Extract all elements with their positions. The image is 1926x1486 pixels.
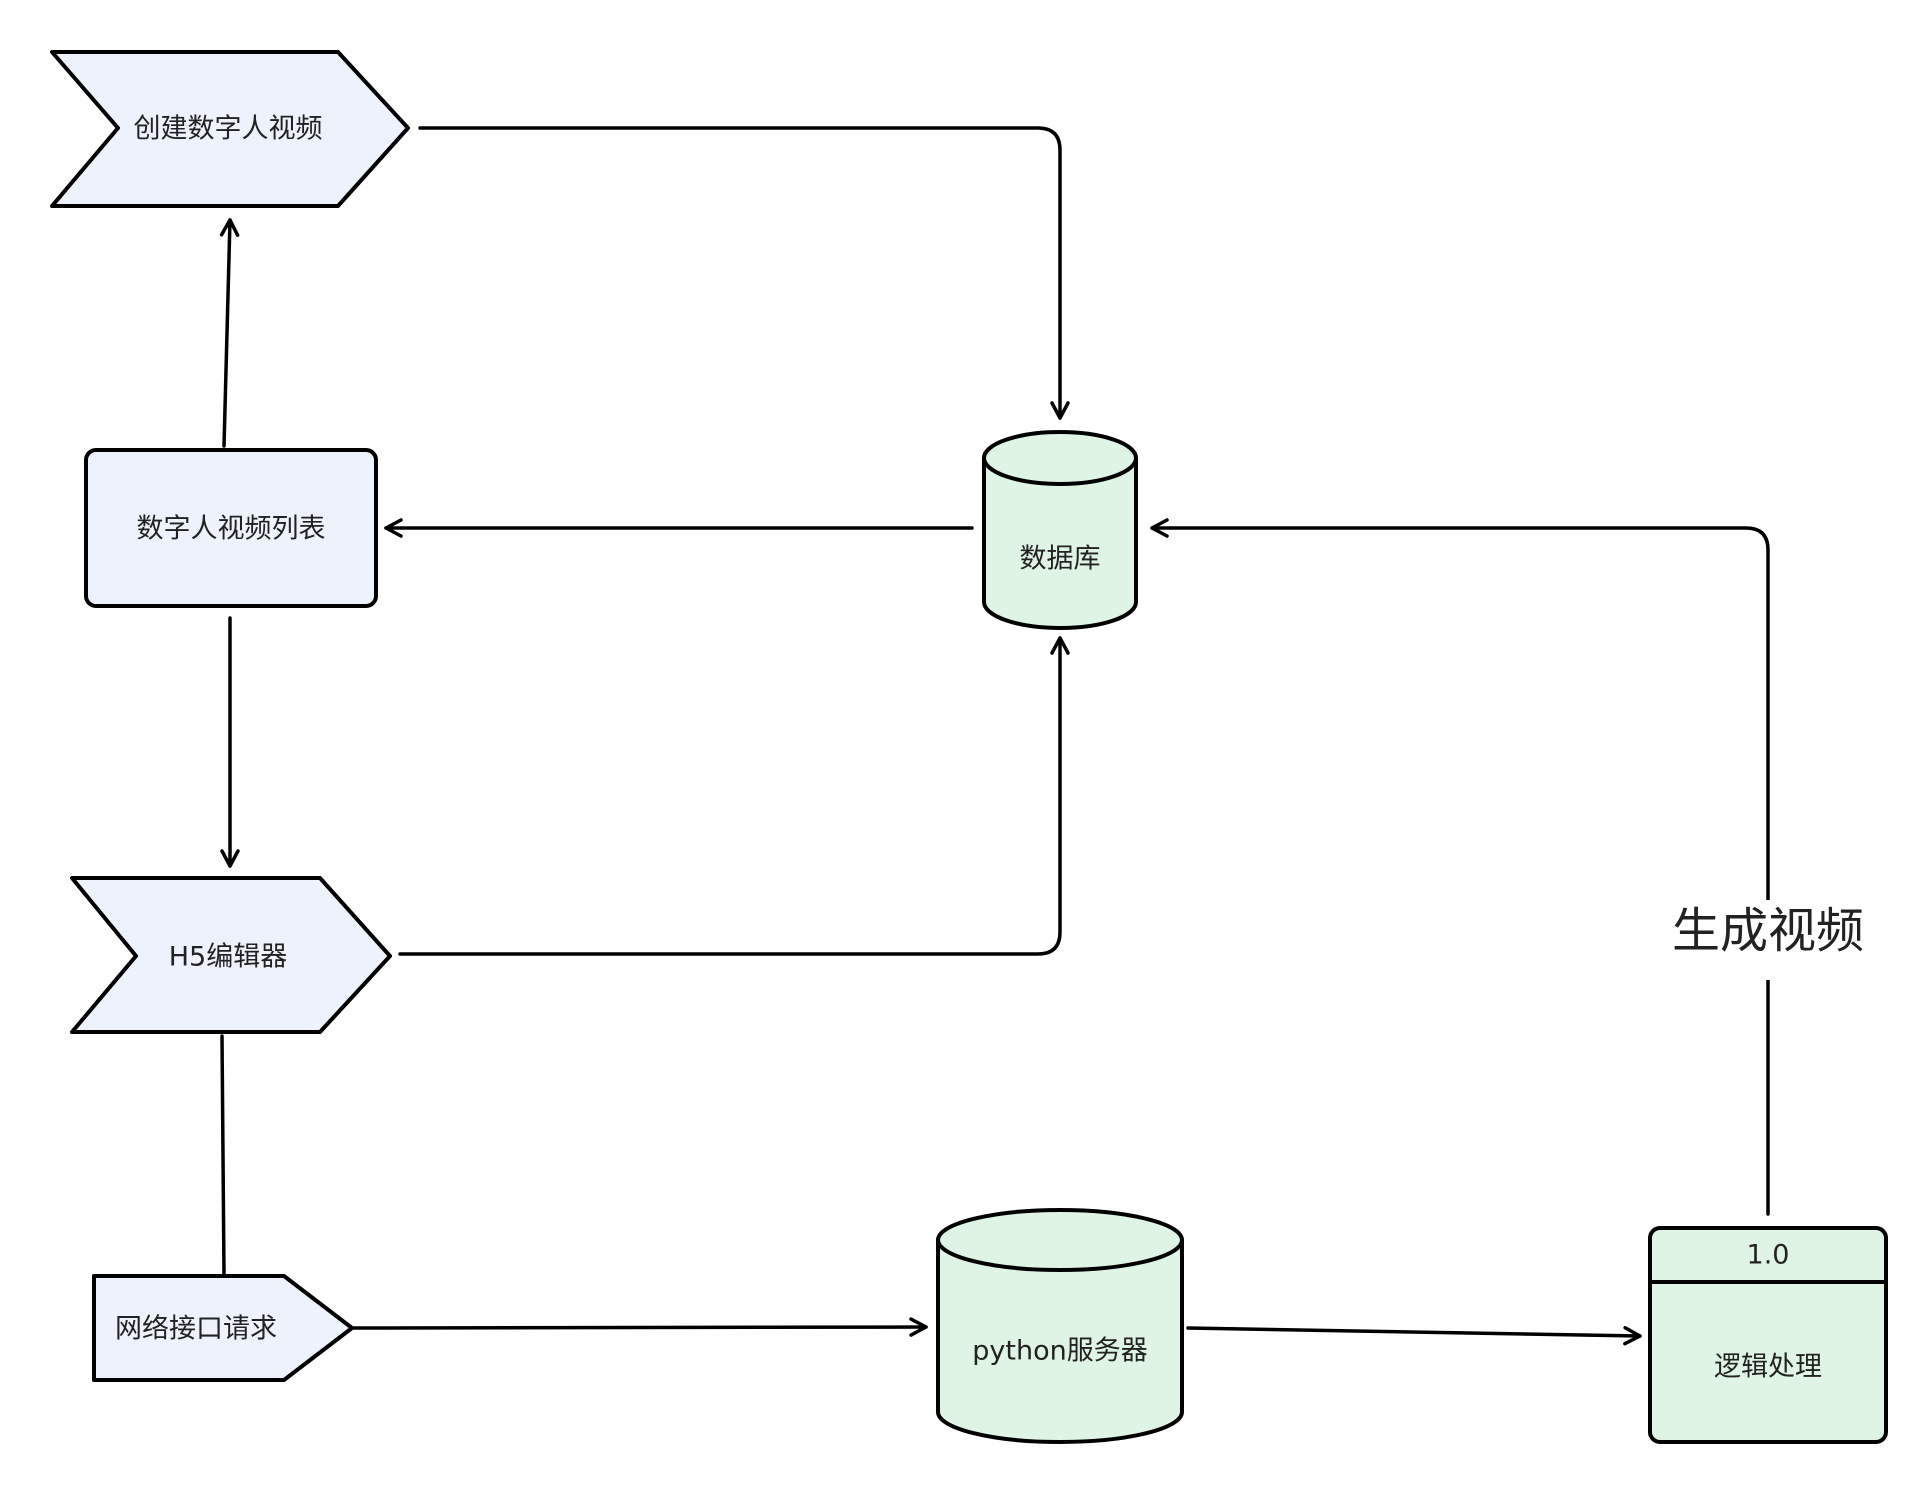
node-label: 逻辑处理 [1714,1352,1822,1383]
rectangle-shape [84,448,378,608]
node-label: 创建数字人视频 [134,114,323,145]
edge-h5-editor-to-network-request [220,1034,226,1276]
edge-label-generate-video: 生成视频 [1664,900,1872,980]
cylinder-body [936,1208,1184,1444]
edges [219,126,1770,1346]
edge-label-background [1664,900,1872,980]
edge-logic-process-to-database [1150,518,1770,1216]
process-number: 1.0 [1747,1240,1790,1271]
node-python-server[interactable]: python服务器 [936,1208,1184,1444]
chevron-shape [50,50,410,208]
edge-network-request-to-python-server [352,1317,928,1337]
edge-video-list-to-create-video [219,218,240,448]
node-logic-process[interactable]: 1.0 逻辑处理 [1648,1226,1888,1444]
node-label: 网络接口请求 [115,1314,277,1345]
node-label: python服务器 [972,1336,1147,1367]
node-network-request[interactable]: 网络接口请求 [92,1274,354,1382]
node-label: 数据库 [1020,544,1101,575]
edge-python-server-to-logic-process [1186,1325,1642,1346]
edge-create-video-to-database [418,126,1070,420]
chevron-shape [70,876,392,1034]
cylinder-rim [982,457,1138,486]
node-create-video[interactable]: 创建数字人视频 [50,50,410,208]
node-database[interactable]: 数据库 [982,430,1138,630]
edge-label-text: 生成视频 [1672,903,1864,959]
pentagon-arrow-shape [92,1274,354,1382]
node-video-list[interactable]: 数字人视频列表 [84,448,378,608]
edge-h5-editor-to-database [398,636,1070,956]
cylinder-body [982,430,1138,630]
node-label: H5编辑器 [169,942,287,973]
cylinder-rim [936,1239,1184,1272]
node-label: 数字人视频列表 [137,514,326,545]
node-h5-editor[interactable]: H5编辑器 [70,876,392,1034]
